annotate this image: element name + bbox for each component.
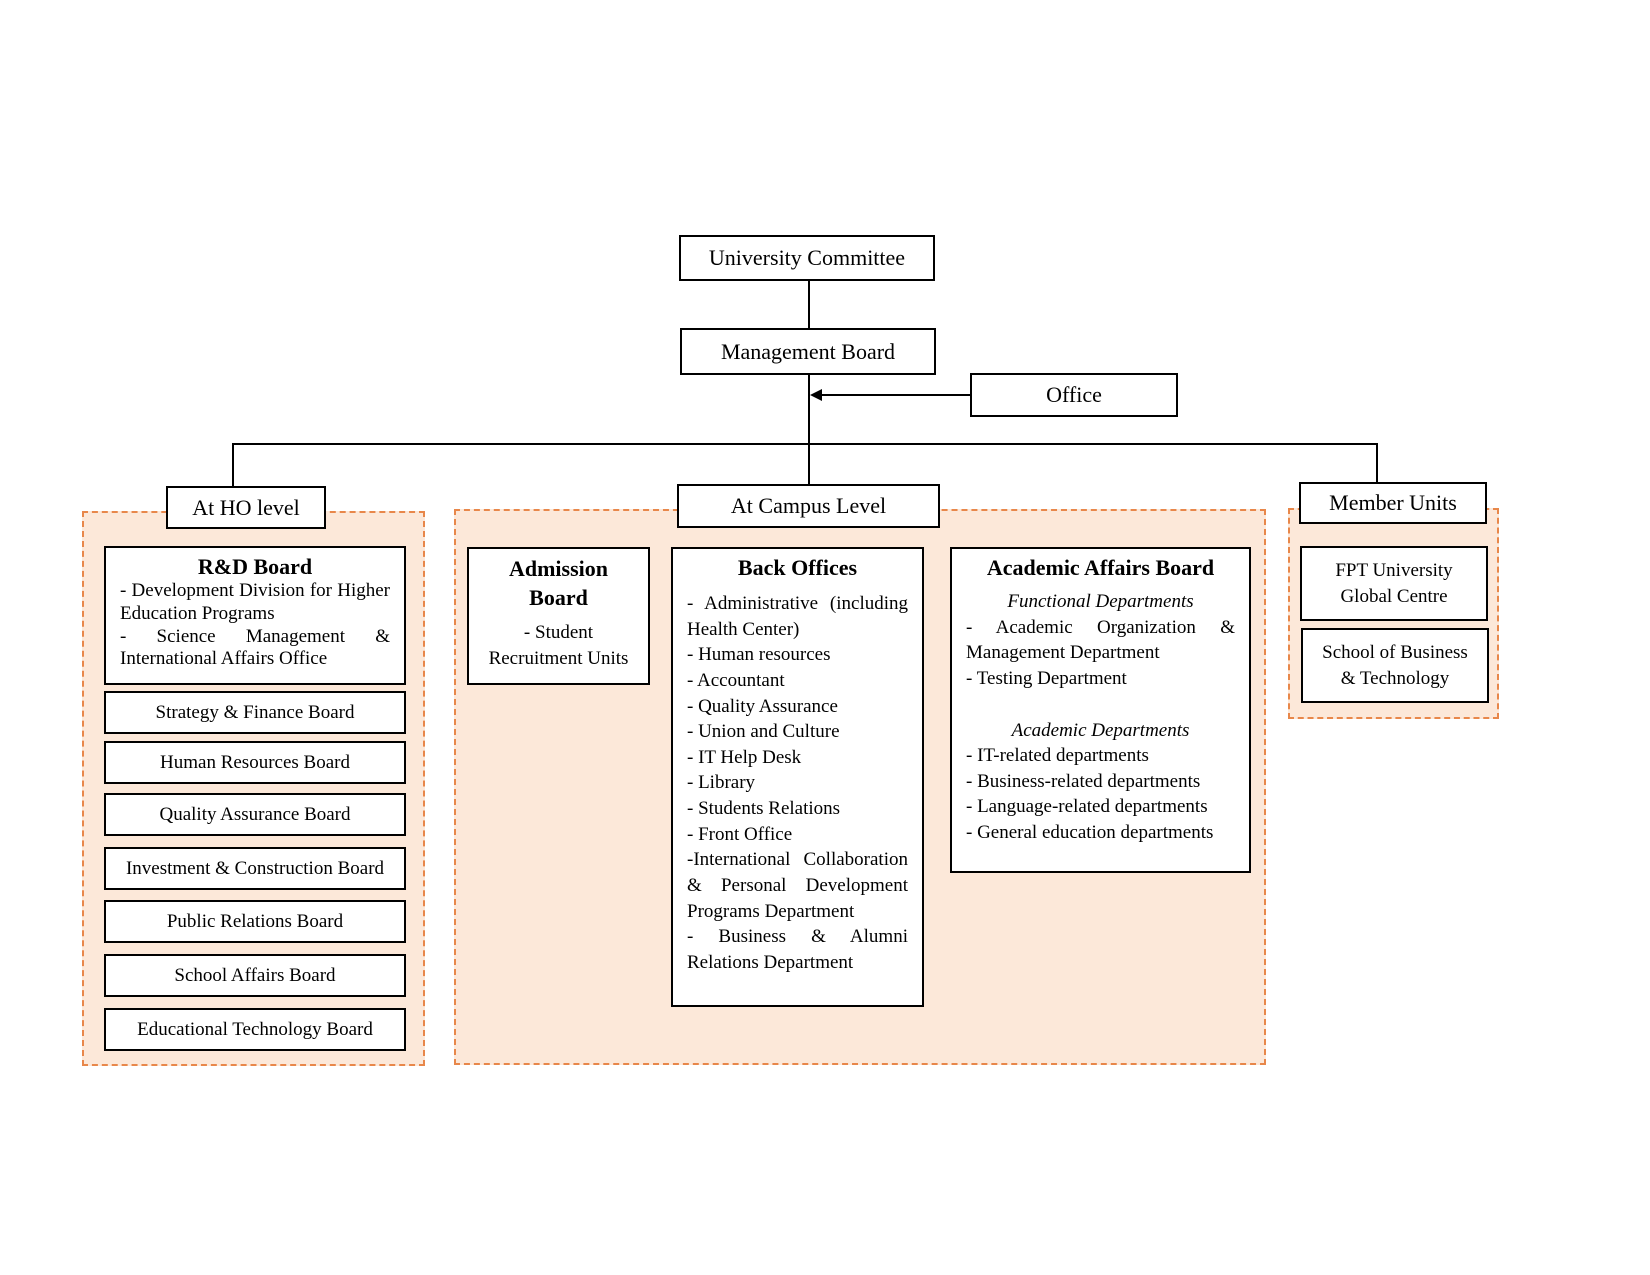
ho-level-label: At HO level (192, 494, 300, 520)
back-offices-item: -International Collaboration & Personal … (687, 849, 908, 922)
arrow-head-icon (810, 389, 822, 401)
academic-department-item: - Language-related departments (966, 796, 1208, 818)
admission-board-item: - Student Recruitment Units (488, 622, 629, 669)
ho-board-box: Educational Technology Board (104, 1008, 406, 1051)
back-offices-item: - Union and Culture (687, 721, 840, 743)
member-unit-box: School of Business & Technology (1301, 628, 1489, 703)
back-offices-item: - IT Help Desk (687, 746, 802, 768)
member-unit-label: School of Business & Technology (1322, 641, 1468, 689)
connector-management-trunk (808, 375, 810, 486)
ho-board-box: Quality Assurance Board (104, 793, 406, 836)
rd-board-box: R&D Board - Development Division for Hig… (104, 546, 406, 685)
university-committee-label: University Committee (708, 245, 906, 270)
ho-board-box: Investment & Construction Board (104, 847, 406, 890)
back-offices-box: Back Offices - Administrative (including… (671, 547, 924, 1007)
back-offices-item: - Quality Assurance (687, 695, 838, 717)
ho-board-box: Human Resources Board (104, 741, 406, 784)
back-offices-item: - Library (687, 772, 756, 794)
rd-board-item: - Science Management & International Aff… (120, 625, 390, 670)
admission-board-box: Admission Board - Student Recruitment Un… (467, 547, 650, 685)
back-offices-item: - Students Relations (687, 798, 841, 820)
academic-department-item: - IT-related departments (966, 745, 1149, 767)
campus-level-label: At Campus Level (730, 493, 887, 518)
ho-board-label: Quality Assurance Board (159, 803, 351, 825)
functional-department-item: - Academic Organization & Management Dep… (966, 616, 1235, 664)
back-offices-item: - Accountant (687, 669, 785, 691)
academic-department-item: - Business-related departments (966, 770, 1201, 792)
member-unit-box: FPT University Global Centre (1300, 546, 1488, 621)
back-offices-title: Back Offices (737, 555, 858, 580)
connector-ho-drop (232, 443, 234, 486)
rd-board-title: R&D Board (197, 554, 313, 579)
ho-board-label: School Affairs Board (174, 964, 336, 986)
ho-board-label: Educational Technology Board (137, 1018, 373, 1040)
ho-board-label: Investment & Construction Board (125, 857, 385, 879)
functional-departments-heading: Functional Departments (1007, 591, 1194, 612)
campus-level-header: At Campus Level (677, 484, 940, 528)
connector-committee-management (808, 281, 810, 329)
management-board-label: Management Board (720, 338, 896, 364)
ho-board-label: Human Resources Board (160, 751, 350, 773)
functional-department-item: - Testing Department (966, 667, 1127, 689)
admission-board-title: Admission Board (508, 556, 609, 610)
connector-office-arrow-line (822, 394, 970, 396)
member-unit-label: FPT University Global Centre (1335, 559, 1453, 607)
academic-affairs-box: Academic Affairs Board Functional Depart… (950, 547, 1251, 873)
academic-department-item: - General education departments (966, 822, 1214, 844)
academic-affairs-title: Academic Affairs Board (986, 555, 1215, 580)
ho-board-box: Public Relations Board (104, 900, 406, 943)
ho-board-label: Strategy & Finance Board (155, 701, 355, 723)
management-board-box: Management Board (680, 328, 936, 375)
back-offices-item: - Administrative (including Health Cente… (687, 593, 908, 640)
ho-level-header: At HO level (166, 486, 326, 529)
back-offices-item: - Human resources (687, 644, 831, 666)
member-units-label: Member Units (1329, 490, 1457, 515)
member-units-header: Member Units (1299, 482, 1487, 524)
ho-board-label: Public Relations Board (166, 910, 344, 932)
connector-member-drop (1376, 443, 1378, 483)
rd-board-item: - Development Division for Higher Educat… (120, 580, 390, 624)
office-label: Office (1046, 382, 1102, 407)
office-box: Office (970, 373, 1178, 417)
back-offices-item: - Front Office (687, 823, 793, 845)
back-offices-item: - Business & Alumni Relations Department (687, 926, 908, 973)
connector-horizontal-bar (233, 443, 1378, 445)
ho-board-box: Strategy & Finance Board (104, 691, 406, 734)
academic-departments-heading: Academic Departments (1011, 719, 1190, 741)
university-committee-box: University Committee (679, 235, 935, 281)
ho-board-box: School Affairs Board (104, 954, 406, 997)
